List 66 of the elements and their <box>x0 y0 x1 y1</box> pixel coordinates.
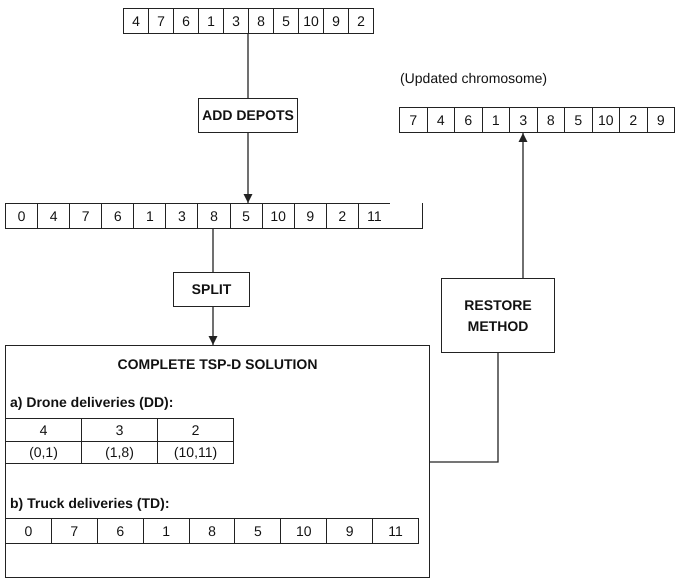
array-cell: 0 <box>5 518 51 543</box>
array-cell: 3 <box>81 418 157 440</box>
section-heading: a) Drone deliveries (DD): <box>10 394 174 410</box>
array-cell: 9 <box>326 518 372 543</box>
array-cell: 2 <box>326 203 358 228</box>
array-cell: 3 <box>165 203 198 228</box>
array-cell: 3 <box>223 8 248 33</box>
array-cell: 1 <box>142 518 189 543</box>
array-cell: 10 <box>280 518 326 543</box>
array-cell: 5 <box>564 107 592 132</box>
array-cell: 2 <box>619 107 646 132</box>
array-cell: 5 <box>230 203 262 228</box>
array-cell: 1 <box>133 203 166 228</box>
arrow <box>208 307 218 345</box>
array-cell: 8 <box>248 8 273 33</box>
node-caption: (Updated chromosome) <box>400 70 548 86</box>
arrow <box>518 133 528 278</box>
array-cell: 6 <box>454 107 482 132</box>
array-cell: 7 <box>399 107 426 132</box>
array-cell: 1 <box>482 107 509 132</box>
array-cell: (1,8) <box>81 440 157 463</box>
connector-line <box>430 353 499 463</box>
array-cell: 8 <box>197 203 230 228</box>
array-cell: 8 <box>536 107 564 132</box>
array-cell: 10 <box>262 203 294 228</box>
array-cell: 1 <box>198 8 223 33</box>
array-cell: 7 <box>69 203 102 228</box>
array-cell: 7 <box>148 8 173 33</box>
connector-line <box>247 34 249 98</box>
array-cell: 9 <box>646 107 674 132</box>
array-cell: 9 <box>323 8 348 33</box>
arrow <box>243 133 253 203</box>
array-cell: 5 <box>234 518 280 543</box>
array-cell: 4 <box>5 418 81 440</box>
array-cell: 11 <box>372 518 418 543</box>
array-cell: 6 <box>96 518 143 543</box>
array-cell: 6 <box>101 203 134 228</box>
array-cell: 4 <box>37 203 70 228</box>
array-cell: 4 <box>426 107 454 132</box>
panel-title: COMPLETE TSP-D SOLUTION <box>116 356 318 372</box>
array-cell: 8 <box>188 518 234 543</box>
section-heading: b) Truck deliveries (TD): <box>10 495 170 511</box>
data-table <box>5 518 419 544</box>
array-cell: 4 <box>123 8 148 33</box>
array-cell: 7 <box>50 518 97 543</box>
array-cell: 10 <box>298 8 323 33</box>
number-array <box>5 203 423 229</box>
number-array <box>123 8 374 34</box>
array-cell: 2 <box>348 8 373 33</box>
array-cell: (0,1) <box>5 440 81 463</box>
array-cell: 0 <box>5 203 38 228</box>
array-cell: 9 <box>294 203 326 228</box>
connector-line <box>212 229 214 272</box>
number-array <box>399 107 675 133</box>
process-box: SPLIT <box>173 272 250 307</box>
array-cell: 2 <box>157 418 233 440</box>
data-table <box>5 418 234 464</box>
array-cell: 5 <box>273 8 298 33</box>
array-cell: (10,11) <box>157 440 233 463</box>
array-cell: 10 <box>592 107 619 132</box>
array-cell: 6 <box>173 8 198 33</box>
array-cell: 11 <box>358 203 390 228</box>
process-box: ADD DEPOTS <box>198 98 298 133</box>
solution-panel <box>5 345 430 578</box>
array-cell: 3 <box>509 107 536 132</box>
process-box: RESTORE METHOD <box>441 278 555 353</box>
